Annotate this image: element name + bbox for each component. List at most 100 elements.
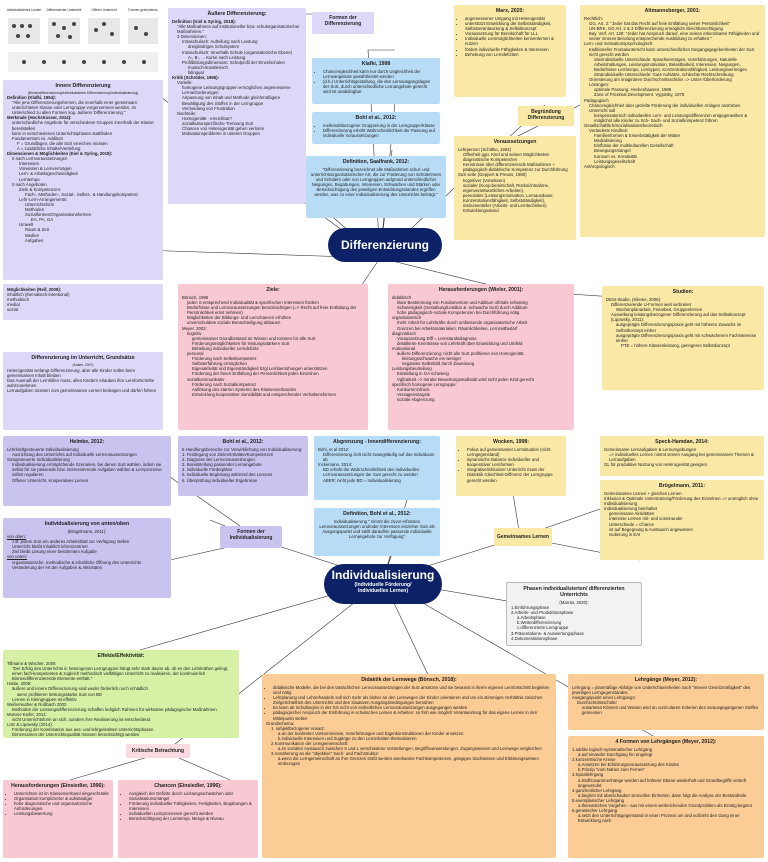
abgrenzung-box: Abgrenzung - Innendifferenzierung: Bohl,… bbox=[314, 436, 440, 500]
effekte-title: Effekte/Effektivität: bbox=[97, 653, 145, 659]
bohl-formen-title: Bohl et al., 2012: bbox=[222, 439, 264, 445]
phasen-title: Phasen individualisierten/ differenziert… bbox=[523, 586, 625, 598]
hd-l7: diagnostisch bbox=[392, 330, 416, 336]
uo-l5: organisatorische, methodische & inhaltli… bbox=[12, 559, 142, 565]
br-l5: Unterschiede = Chance bbox=[609, 521, 655, 527]
bohl-diff-l1: Differenzierung erhöht Wahrscheinlichkei… bbox=[323, 128, 436, 138]
dk-l0: didaktische Modelle, die bei den tatsäch… bbox=[273, 685, 552, 695]
ef-l7: Methoden der Leistungsdifferenzierung sc… bbox=[12, 706, 217, 712]
ef-l3: äußere und innere Differenzierung sind w… bbox=[12, 686, 148, 692]
grundsaetze-l0: Heterogenität verlangt Differenzierung, … bbox=[7, 368, 135, 379]
marx-l4: fördert individuelle Fähigkeiten & Inter… bbox=[465, 47, 562, 52]
hd-l16: Vglbarkeit => Intraler Bewertungsmaßstab… bbox=[397, 376, 534, 382]
altmann-l11: Zone of Proximal Development, Vygotsky, … bbox=[594, 92, 685, 98]
bf-l6: 6. Überprüfung individueller Ergebnisse bbox=[182, 477, 258, 483]
ziele-l7: gemeinsamer Grundbestand an Wissen und K… bbox=[192, 335, 316, 341]
topic-kritische-betrachtung: Kritische Betrachtung bbox=[126, 744, 190, 758]
dk-l8: 2.Kommunikation der Lerngemeinschaft: bbox=[271, 741, 349, 747]
aeussere-l1: "Alle Maßnahmen auf institutioneller bzw… bbox=[177, 24, 300, 35]
innere-l5: Fundamentum vs. Additum bbox=[12, 135, 64, 141]
ef-l4: wenn profitieren leistungsstarke SuS von… bbox=[17, 691, 103, 697]
altmann-l23: Konsum vs. Kreativität bbox=[594, 153, 637, 159]
aeussere-l10: Kritik (Schröder, 1995): bbox=[172, 75, 220, 81]
ziele-l17: Auflösung des starren Systems des Klasse… bbox=[192, 386, 297, 392]
innere-l3: unterschiedliche Angebote für verschiede… bbox=[12, 120, 154, 131]
innere-l18: Unterrichtsform bbox=[25, 201, 55, 207]
central-individualisierung: Individualisierung (Individuelle Förderu… bbox=[324, 564, 442, 604]
ef-l10: Lotz & Lipowsky (2014): bbox=[7, 722, 53, 728]
helmke-l2: SuSgesteuerte Individualisierung bbox=[7, 457, 70, 463]
innere-l2: Merkmale (Hochstrasser, 2014): bbox=[7, 115, 72, 121]
altmann-l17: Gesellschaftlich/Sozialisationstheoretis… bbox=[584, 122, 663, 128]
ef-l6: Weiferreuther & Roßbach 2002 bbox=[7, 701, 67, 707]
innere-l24: Medien bbox=[25, 232, 40, 238]
ab-l2: Inckemann, 2014: bbox=[318, 462, 353, 468]
st-l0: DESI-Studie, (Klieme, 2006): bbox=[606, 297, 662, 302]
ziele-l4: unverschuldete soziale Benachteiligung a… bbox=[187, 320, 281, 326]
def-bohl-title: Definition, Bohl et al., 2012: bbox=[343, 511, 411, 517]
br-l7: Isolierung in EAI bbox=[609, 531, 641, 537]
hd-l18: Konkurrenzdruck bbox=[397, 386, 430, 392]
hd-l5: mehr Arbeit für Lehrkräfte durch umfasse… bbox=[397, 320, 528, 326]
dk-l1: Lehrplanung und Lehrerhandeln soll sich … bbox=[273, 695, 552, 705]
aeussere-l14: Vermeidung von Frustration bbox=[182, 105, 235, 111]
uo-l2: Unterricht bleibt inhaltlich lehrerzentr… bbox=[12, 544, 88, 550]
moeglichkeiten-l0: inhaltlich (thematisch-intentional) bbox=[7, 292, 70, 298]
speck-l2: GL für produktive Nutzung von Heterogeni… bbox=[604, 462, 707, 468]
phasen-box: Phasen individualisierten/ differenziert… bbox=[506, 582, 642, 646]
innere-l11: Vorwissen & Lernvermögen bbox=[19, 166, 72, 172]
speck-l0: Gemeinsame Lernaufgaben & Lernumgebungen bbox=[604, 447, 697, 452]
wocken-box: Wocken, 1998: Fokus auf gemeinsamer Lern… bbox=[456, 436, 566, 496]
marx-l0: angemessener Umgang mit Heterogenität bbox=[465, 16, 562, 21]
aeussere-l15: Nachteile: bbox=[177, 110, 197, 116]
altmann-l24: Leistungsgesellschaft bbox=[594, 158, 636, 164]
ch-l0: Ausgleich der Defizite durch Leistungssc… bbox=[129, 791, 254, 801]
klafki-box: Klafki, 1998 Chancengleichheit kann nur … bbox=[312, 58, 440, 104]
studien-box: Studien: DESI-Studie, (Klieme, 2006): Di… bbox=[602, 286, 764, 390]
moeglichkeiten-l2: medial bbox=[7, 302, 20, 308]
fl-l1: a.auf einander Durchgang hin angelegt bbox=[578, 752, 653, 758]
ab-l3: BD erhöht die Wahrscheinlichkeit den ind… bbox=[323, 467, 420, 478]
ph-l3: b.Weiterdifferenzierung bbox=[517, 620, 562, 626]
ziele-l12: Selbsterfahrung ermöglichen bbox=[192, 361, 247, 367]
innere-subtitle: (Binnendifferenzierung/Individualisierte… bbox=[27, 91, 139, 95]
br-l2: Individualisierung beinhaltet bbox=[604, 506, 658, 512]
altmann-l14: Unterricht soll bbox=[589, 107, 616, 113]
lg-l0: Lehrgang = planmäßige Abfolge von Unterr… bbox=[572, 685, 751, 696]
altmann-l7: intraindividuelle Unterschiede: Gute Auf… bbox=[594, 72, 734, 78]
br-l4: Interesse Lernen mit- und voneinander bbox=[609, 516, 683, 522]
ziele-box: Ziele: Bönsch, 1995 jeden S entsprechend… bbox=[178, 284, 368, 430]
innere-l15: Ziele & Kompetenzen: bbox=[19, 186, 62, 192]
helmke-l4: Offener Unterricht, Kooperatives Lernen bbox=[12, 477, 89, 483]
fl-l12: a.setzt den Unterrichtsgegenstand in ein… bbox=[578, 813, 740, 824]
ch-l3: Berücksichtigung der Lerntempi, Menge & … bbox=[129, 816, 254, 821]
ph-l4: c.differenzierte Lerngruppe bbox=[517, 625, 569, 631]
herausf-ind-title: Herausforderungen (Einsiedler, 1996): bbox=[11, 783, 105, 789]
hi-l3: Leistungsbewertung bbox=[14, 811, 109, 816]
fl-l3: a.Ansetzen bei Erfahrungsvoraussetzung d… bbox=[578, 762, 680, 768]
aeussere-l11: Vorteile: bbox=[177, 80, 193, 86]
fl-l2: 2.konzentrische Kreise bbox=[572, 757, 616, 763]
ab-l0: Bohl, et al 2012: bbox=[318, 447, 350, 452]
altmann-title: Altmannsberger, 2001: bbox=[644, 8, 701, 14]
ziele-l10: personal bbox=[187, 351, 204, 357]
ziele-title: Ziele: bbox=[266, 287, 280, 293]
saalfrank-text: "Differenzierung bezeichnet alle Maßnahm… bbox=[310, 167, 442, 198]
ziele-l14: Förderung der freien Entfaltung der Pers… bbox=[192, 371, 319, 377]
ef-l9: nicht Unterrichtsform an sich, sondern i… bbox=[12, 717, 151, 723]
uo-l3: Ziel bleibt Lösung einer bestimmten Aufg… bbox=[12, 549, 97, 555]
herausforderungen-diff-box: Herausforderungen (Wieler, 2001): didakt… bbox=[388, 284, 574, 430]
bohl-diff-box: Bohl et al., 2012: merkmalsbezogene Grup… bbox=[312, 112, 440, 144]
vor-l8: instrumenteller (Arbeits- und Lerntechni… bbox=[463, 203, 547, 214]
formen-lehrgaenge-box: 4 Formen von Lehrgängen (Meyer, 2012): 1… bbox=[568, 736, 764, 858]
ziele-l16: Förderung nach Sozialkompetenz bbox=[192, 381, 257, 387]
dk-l11: a.wenn die Lerngemeinschaft an ihre Gren… bbox=[278, 756, 539, 767]
hd-l4: organisatorisch bbox=[392, 315, 422, 321]
dk-l2: Es kann ab Schulbeginn in der GS nicht v… bbox=[273, 705, 552, 710]
bohl-formen-box: Bohl et al., 2012: 6 Handlungsbereiche z… bbox=[178, 436, 308, 496]
innere-l0: Definition (Klafki, 1994): bbox=[7, 95, 56, 100]
fl-l0: 1.additiv logisch-systematischer Lehrgan… bbox=[572, 747, 653, 752]
altmann-l3: Bay. Verf. Art. 128: "Jeder hat Anspruch… bbox=[589, 31, 760, 42]
dk-l5: 1. subjektbezogener Ansatz: bbox=[271, 725, 325, 731]
klafki-title: Klafki, 1998 bbox=[361, 61, 391, 67]
